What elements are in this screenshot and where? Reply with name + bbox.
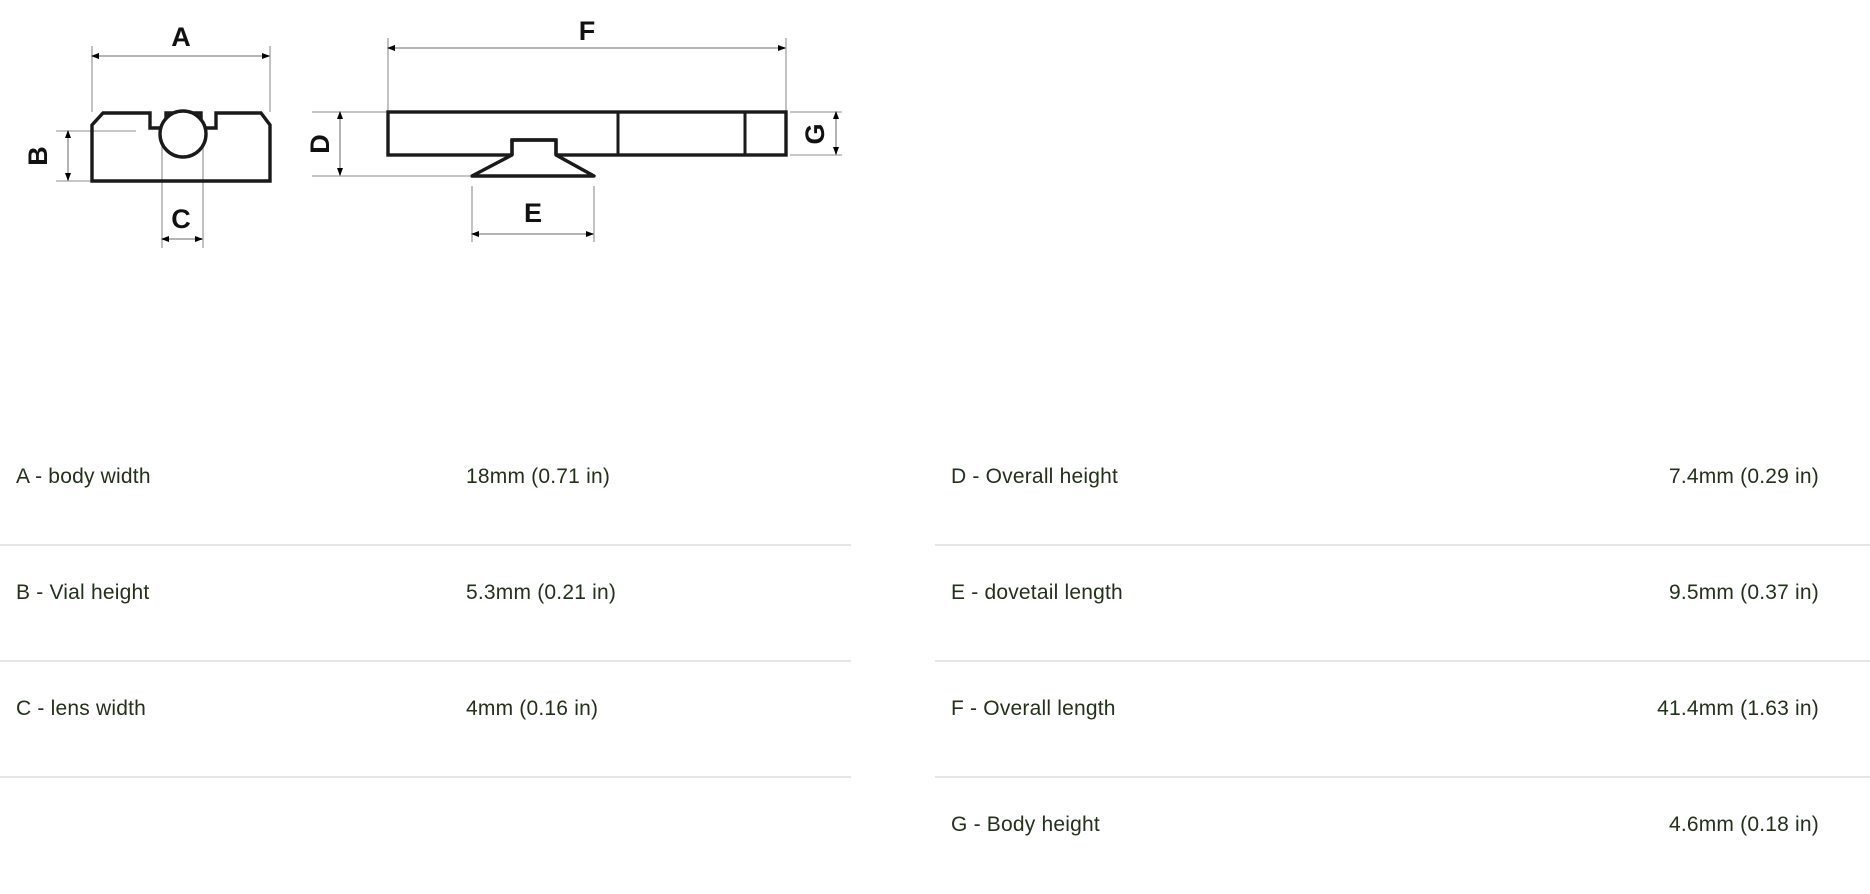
spec-table-right: D - Overall height 7.4mm (0.29 in) E - d…	[935, 430, 1870, 894]
table-row-empty	[0, 778, 851, 894]
table-row: G - Body height 4.6mm (0.18 in)	[935, 778, 1870, 894]
dimension-a: A	[91, 22, 271, 112]
dimension-e: E	[471, 186, 595, 242]
spec-table-left: A - body width 18mm (0.71 in) B - Vial h…	[0, 430, 935, 894]
specification-tables: A - body width 18mm (0.71 in) B - Vial h…	[0, 430, 1870, 894]
technical-drawing: A B C	[0, 0, 1060, 330]
dovetail-boss	[510, 138, 558, 155]
spec-value: 41.4mm (1.63 in)	[1657, 697, 1819, 720]
spec-label: G - Body height	[951, 813, 1100, 836]
dimension-c: C	[161, 146, 204, 248]
dimension-label-e: E	[524, 198, 542, 228]
spec-value: 18mm (0.71 in)	[466, 465, 611, 488]
spec-value: 7.4mm (0.29 in)	[1668, 465, 1819, 488]
spec-label: B - Vial height	[16, 581, 150, 604]
spec-value: 4mm (0.16 in)	[466, 697, 599, 720]
table-row: A - body width 18mm (0.71 in)	[0, 430, 851, 546]
dimension-b: B	[23, 130, 136, 182]
rail-body	[386, 110, 788, 157]
spec-value: 5.3mm (0.21 in)	[466, 581, 617, 604]
table-row: F - Overall length 41.4mm (1.63 in)	[935, 662, 1870, 778]
dovetail-foot	[470, 138, 596, 178]
dimension-label-b: B	[23, 146, 53, 166]
vial-circle	[158, 109, 208, 159]
dimension-f: F	[387, 16, 787, 112]
table-row: D - Overall height 7.4mm (0.29 in)	[935, 430, 1870, 546]
dimension-label-d: D	[305, 134, 335, 154]
spec-label: C - lens width	[16, 697, 147, 720]
table-row: C - lens width 4mm (0.16 in)	[0, 662, 851, 778]
dimension-g: G	[790, 111, 842, 156]
spec-value: 9.5mm (0.37 in)	[1668, 581, 1819, 604]
spec-label: F - Overall length	[951, 697, 1116, 720]
dimension-label-f: F	[579, 16, 596, 46]
dimension-label-c: C	[171, 204, 191, 234]
side-view: F D G E	[305, 16, 842, 242]
spec-label: E - dovetail length	[951, 581, 1123, 604]
cross-section-view: A B C	[23, 22, 272, 248]
dimension-label-a: A	[171, 22, 191, 52]
spec-label: A - body width	[16, 465, 151, 488]
table-row: B - Vial height 5.3mm (0.21 in)	[0, 546, 851, 662]
spec-value: 4.6mm (0.18 in)	[1668, 813, 1819, 836]
table-row: E - dovetail length 9.5mm (0.37 in)	[935, 546, 1870, 662]
dimension-label-g: G	[800, 123, 830, 144]
spec-label: D - Overall height	[951, 465, 1118, 488]
dimension-d: D	[305, 111, 470, 177]
